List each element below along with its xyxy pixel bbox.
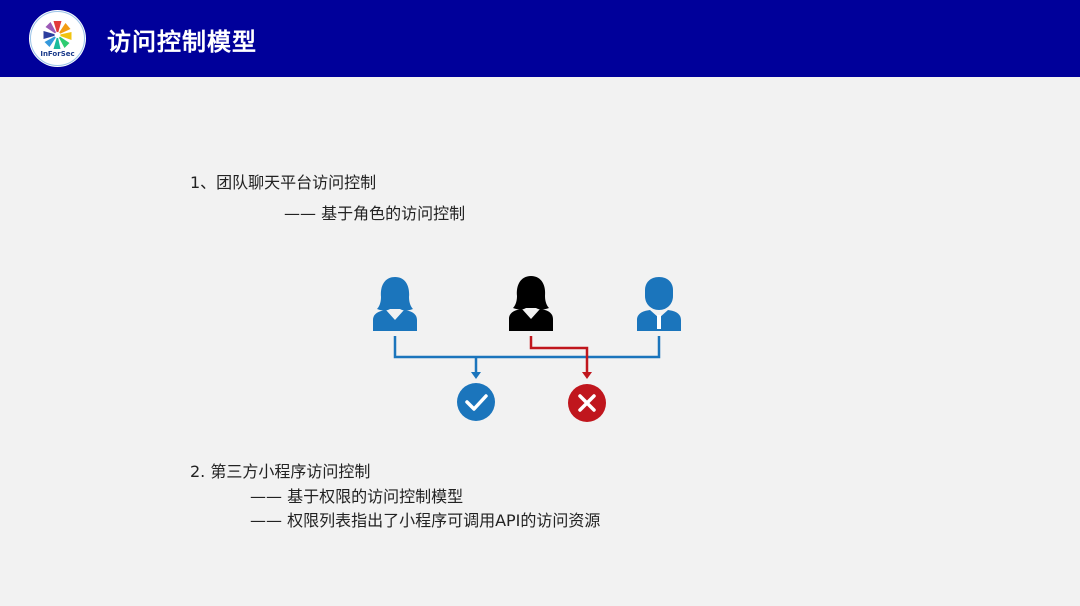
page-title: 访问控制模型 (107, 28, 257, 56)
inforsec-logo: InForSec (29, 10, 86, 67)
male-user-icon (637, 277, 681, 331)
deny-connector (529, 336, 589, 374)
female-user-icon (509, 276, 553, 331)
female-user-icon (373, 277, 417, 331)
header-bar: InForSec 访问控制模型 (0, 0, 1080, 77)
item1-heading: 1、团队聊天平台访问控制 (190, 173, 377, 192)
cross-circle-icon (568, 384, 606, 422)
item2-subheading-1: —— 基于权限的访问控制模型 (250, 487, 464, 506)
check-circle-icon (457, 383, 495, 421)
item1-subheading: —— 基于角色的访问控制 (284, 204, 466, 223)
allow-arrowhead (471, 372, 481, 379)
item2-heading: 2. 第三方小程序访问控制 (190, 462, 371, 481)
logo-pinwheel-icon (30, 11, 85, 66)
item2-subheading-2: —— 权限列表指出了小程序可调用API的访问资源 (250, 511, 601, 530)
logo-text: InForSec (40, 50, 75, 58)
allow-connector (393, 336, 661, 374)
deny-arrowhead (582, 372, 592, 379)
